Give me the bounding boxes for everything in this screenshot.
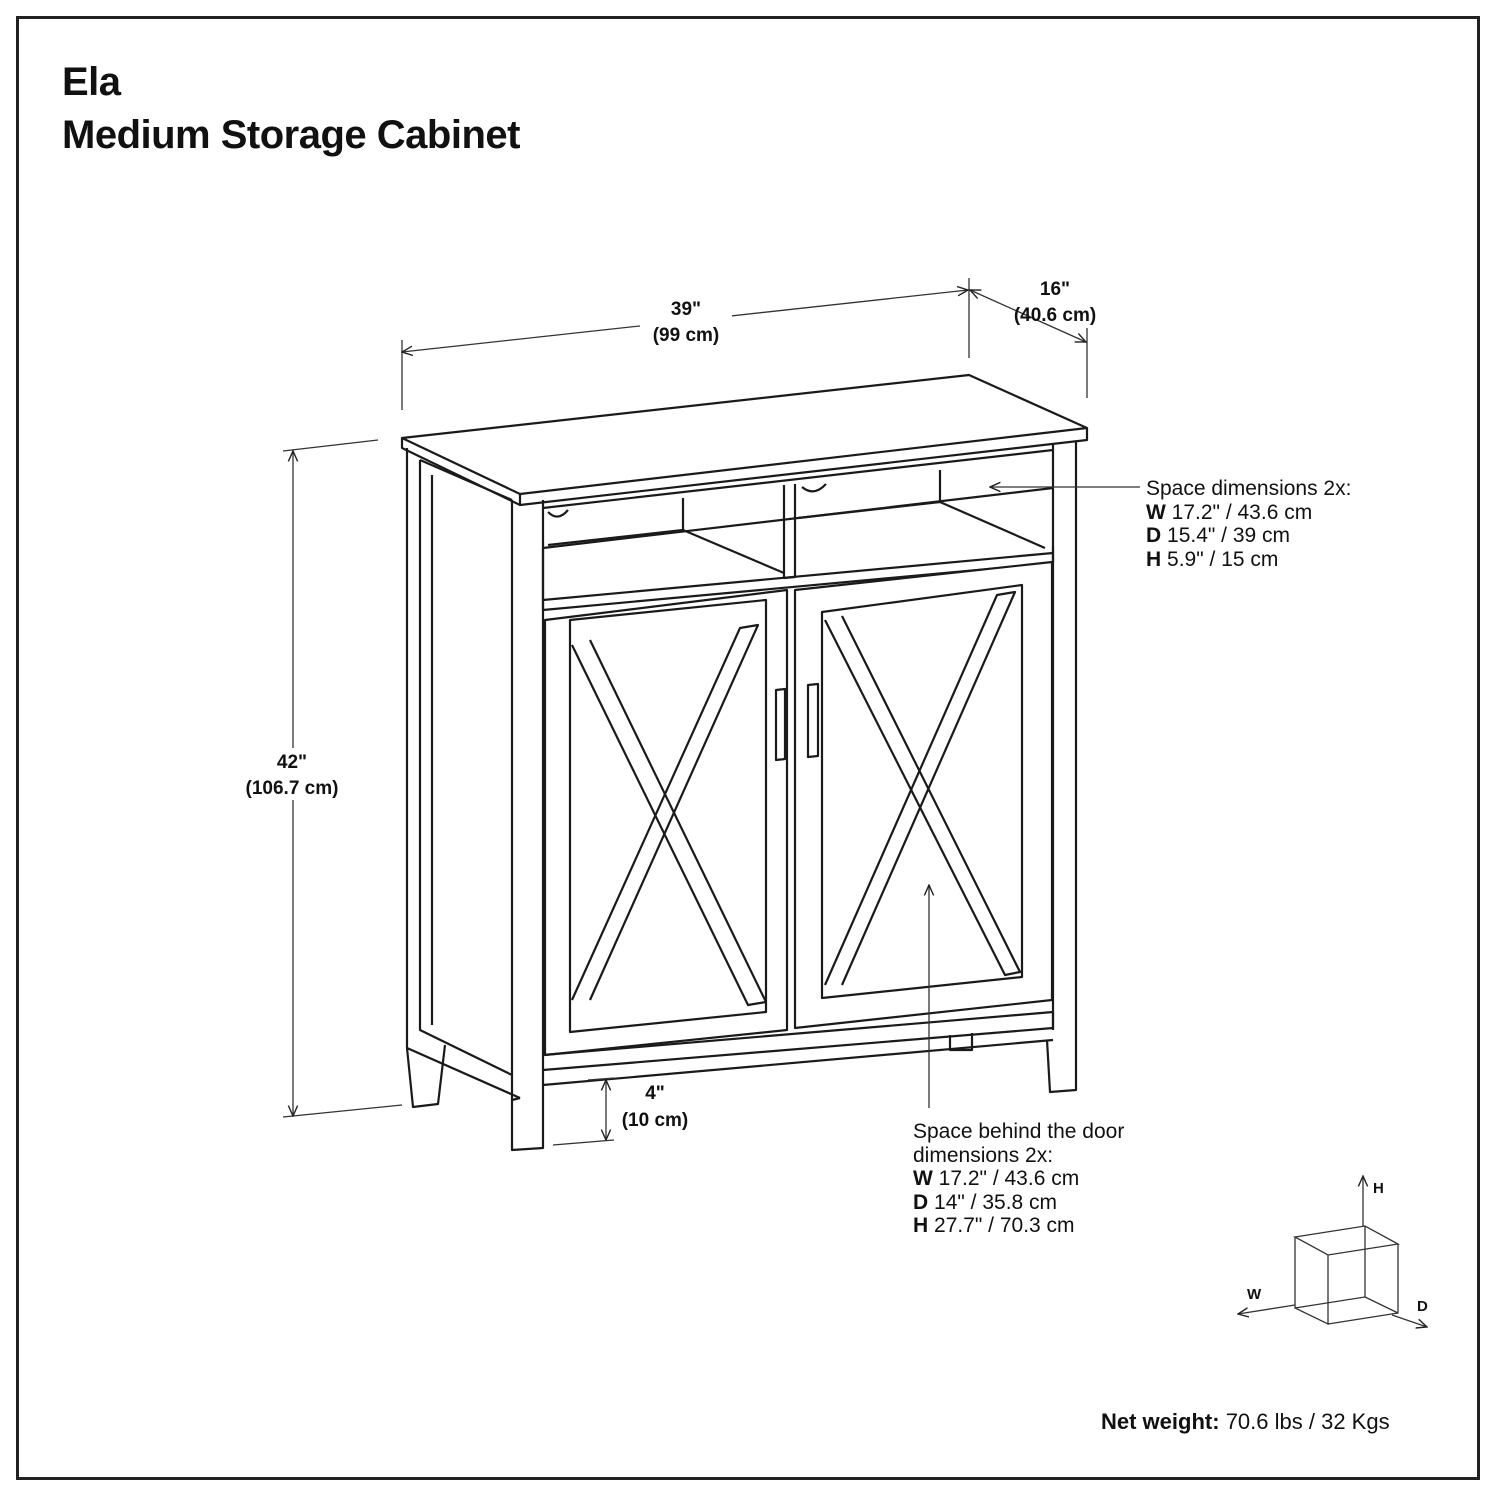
space-top-height: H 5.9" / 15 cm (1146, 547, 1279, 571)
space-door-heading-1: Space behind the door (913, 1120, 1125, 1143)
page-frame (16, 16, 1480, 1480)
product-name: Ela (62, 60, 121, 104)
leg-metric: (10 cm) (622, 1110, 689, 1131)
width-imperial: 39" (671, 299, 701, 320)
leg-imperial: 4" (645, 1083, 665, 1104)
product-type: Medium Storage Cabinet (62, 113, 520, 157)
space-top-dimensions: Space dimensions 2x: W 17.2" / 43.6 cm D… (1146, 477, 1351, 571)
cabinet-illustration (400, 373, 1089, 1152)
net-weight-value: 70.6 lbs / 32 Kgs (1225, 1409, 1390, 1434)
space-top-depth: D 15.4" / 39 cm (1146, 524, 1291, 547)
axis-cube-icon (1238, 1176, 1427, 1327)
space-door-depth: D 14" / 35.8 cm (913, 1190, 1058, 1214)
space-door-width: W 17.2" / 43.6 cm (913, 1167, 1080, 1190)
space-door-dimensions: Space behind the door dimensions 2x: W 1… (913, 1120, 1124, 1238)
axis-w-label: W (1247, 1286, 1262, 1303)
space-top-heading: Space dimensions 2x: (1146, 477, 1352, 500)
depth-imperial: 16" (1040, 279, 1070, 300)
depth-dimension-line (970, 290, 1086, 342)
net-weight-label: Net weight: (1101, 1409, 1220, 1434)
space-door-height: H 27.7" / 70.3 cm (913, 1214, 1075, 1237)
axis-h-label: H (1373, 1180, 1384, 1197)
space-top-width: W 17.2" / 43.6 cm (1146, 500, 1313, 524)
height-imperial: 42" (277, 752, 307, 773)
height-metric: (106.7 cm) (246, 778, 339, 799)
axis-d-label: D (1417, 1298, 1428, 1315)
depth-metric: (40.6 cm) (1014, 305, 1096, 326)
width-metric: (99 cm) (653, 325, 720, 346)
space-door-heading-2: dimensions 2x: (913, 1143, 1054, 1167)
net-weight: Net weight: 70.6 lbs / 32 Kgs (1101, 1409, 1390, 1435)
